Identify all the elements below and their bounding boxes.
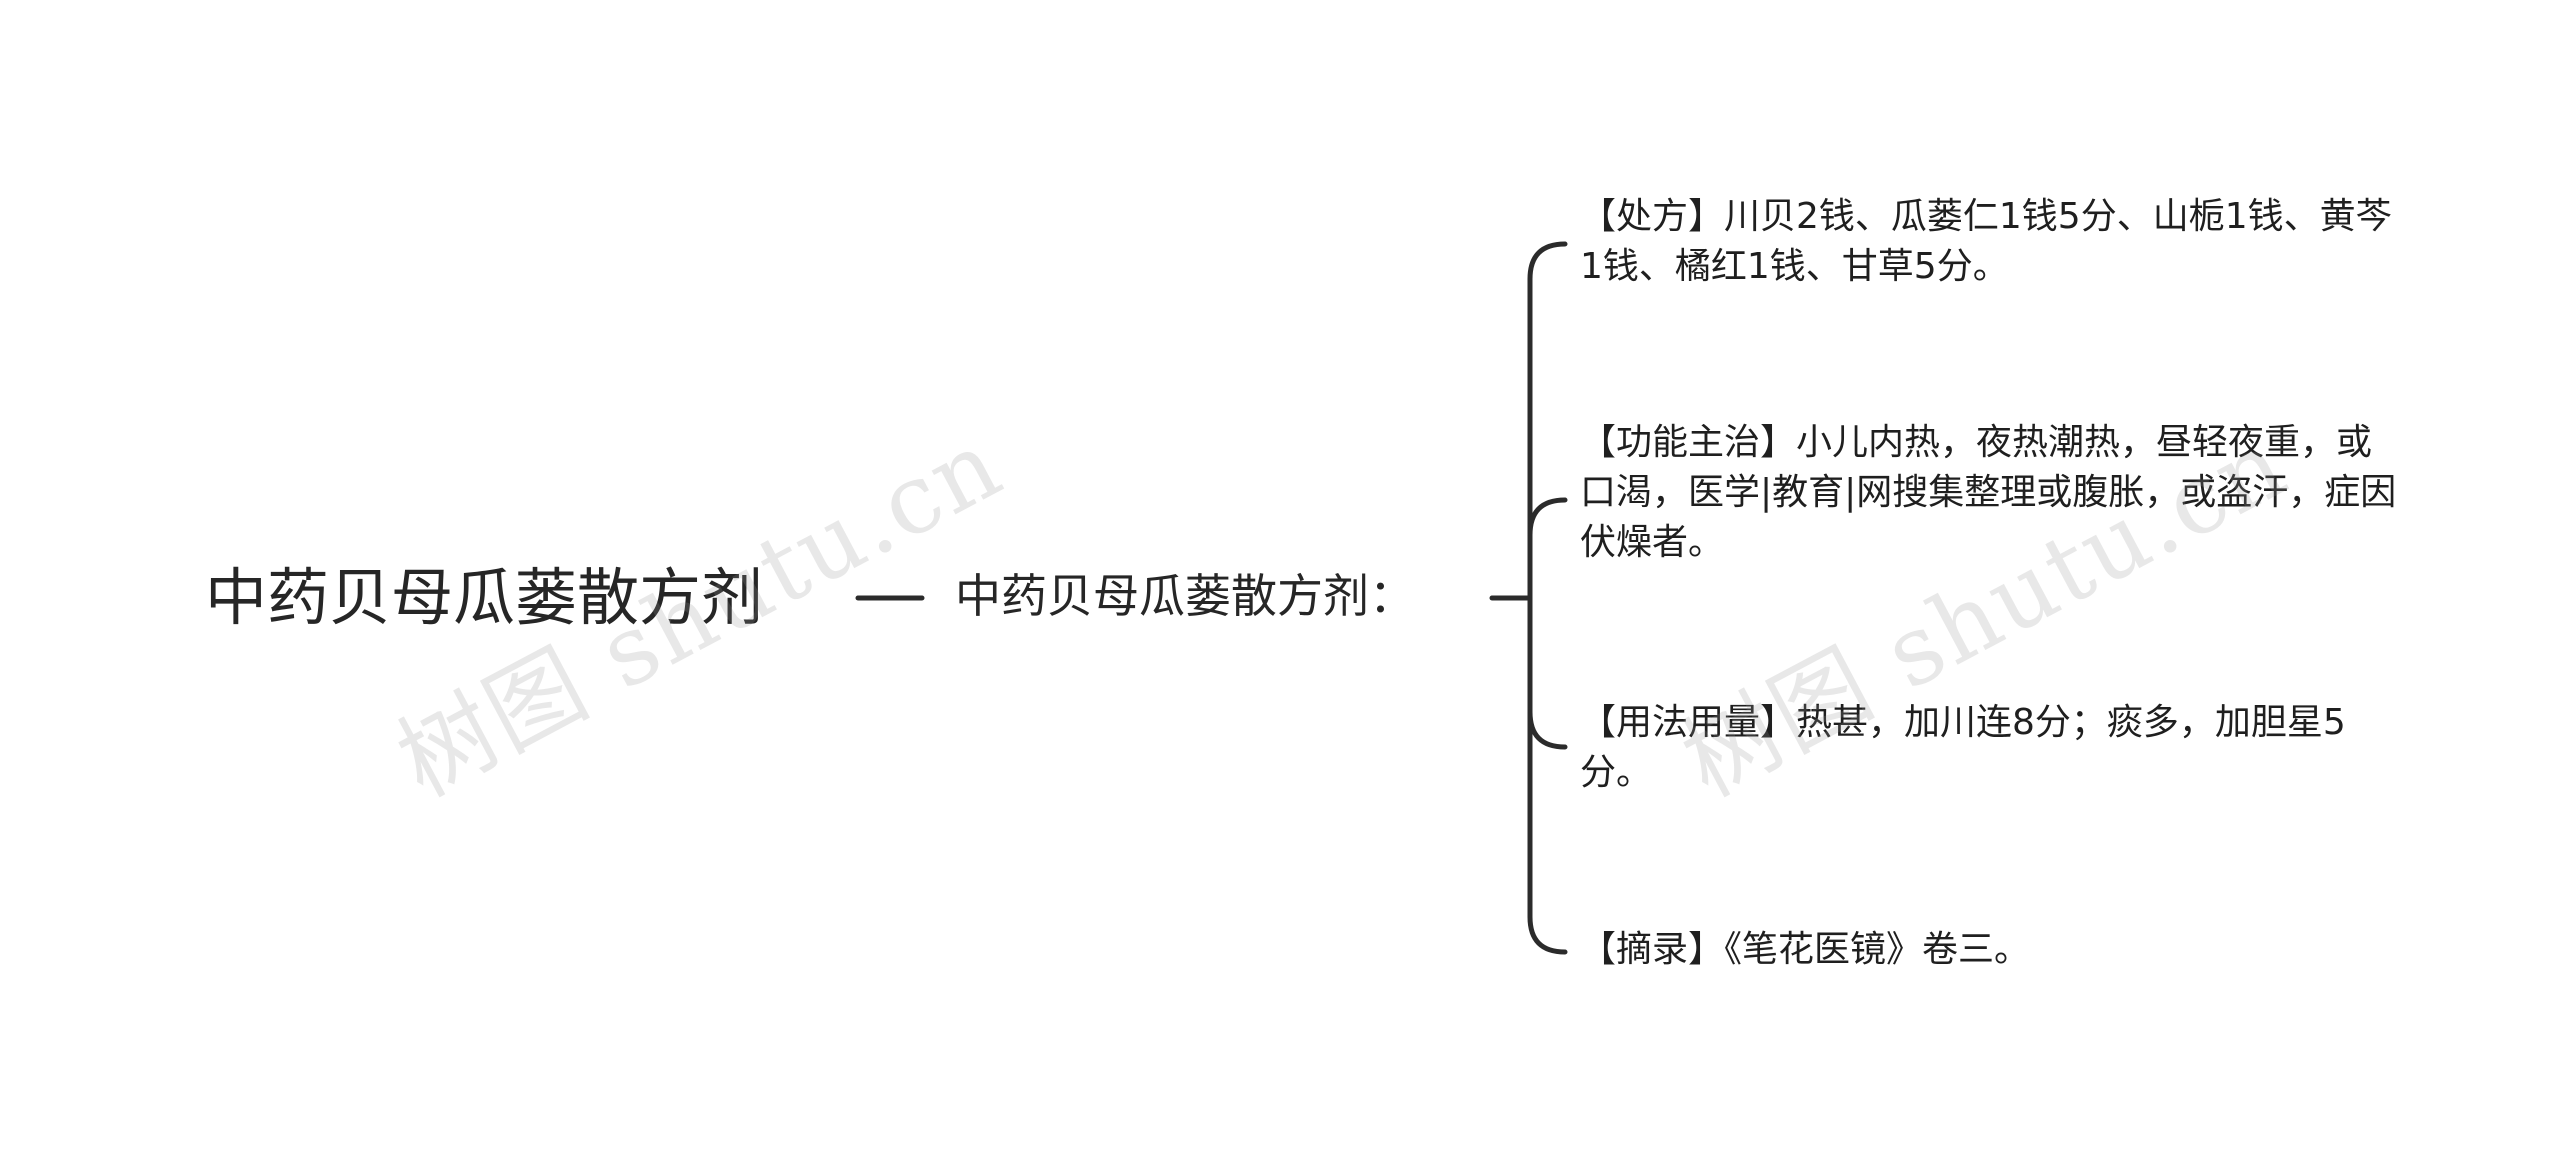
leaf-connector-3	[1527, 709, 1568, 750]
branch-node[interactable]: 中药贝母瓜蒌散方剂：	[955, 569, 1415, 623]
root-node[interactable]: 中药贝母瓜蒌散方剂	[205, 561, 764, 634]
leaf-indications[interactable]: 【功能主治】小儿内热，夜热潮热，昼轻夜重，或口渴，医学|教育|网搜集整理或腹胀，…	[1580, 422, 2397, 563]
leaf-dosage[interactable]: 【用法用量】热甚，加川连8分；痰多，加胆星5分。	[1580, 702, 2346, 793]
leaf-connector-2	[1527, 497, 1568, 538]
leaf-prescription[interactable]: 【处方】川贝2钱、瓜蒌仁1钱5分、山栀1钱、黄芩1钱、橘红1钱、甘草5分。	[1580, 196, 2392, 287]
leaf-bracket	[1527, 241, 1568, 955]
leaf-source[interactable]: 【摘录】《笔花医镜》卷三。	[1580, 929, 2031, 970]
